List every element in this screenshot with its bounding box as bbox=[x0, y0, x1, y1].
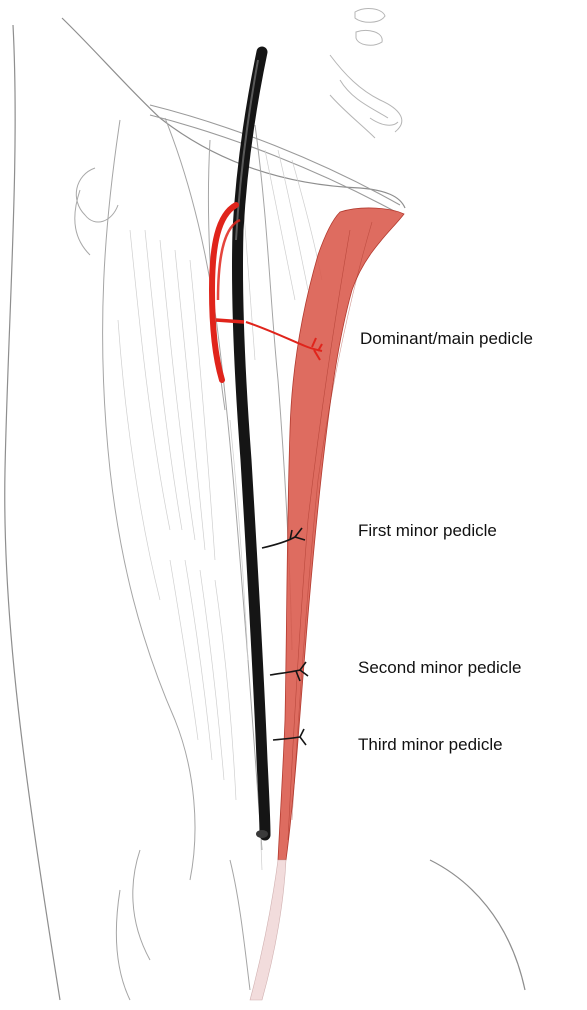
third-minor-pedicle-label: Third minor pedicle bbox=[358, 736, 503, 753]
muscle-outlines bbox=[103, 118, 292, 1000]
inguinal-ligament bbox=[150, 105, 400, 212]
dominant-pedicle-label: Dominant/main pedicle bbox=[360, 330, 533, 347]
second-minor-pedicle-label: Second minor pedicle bbox=[358, 659, 521, 676]
pelvic-bone-sketch bbox=[330, 9, 402, 138]
thigh-outline bbox=[5, 18, 525, 1000]
first-minor-pedicle-label: First minor pedicle bbox=[358, 522, 497, 539]
